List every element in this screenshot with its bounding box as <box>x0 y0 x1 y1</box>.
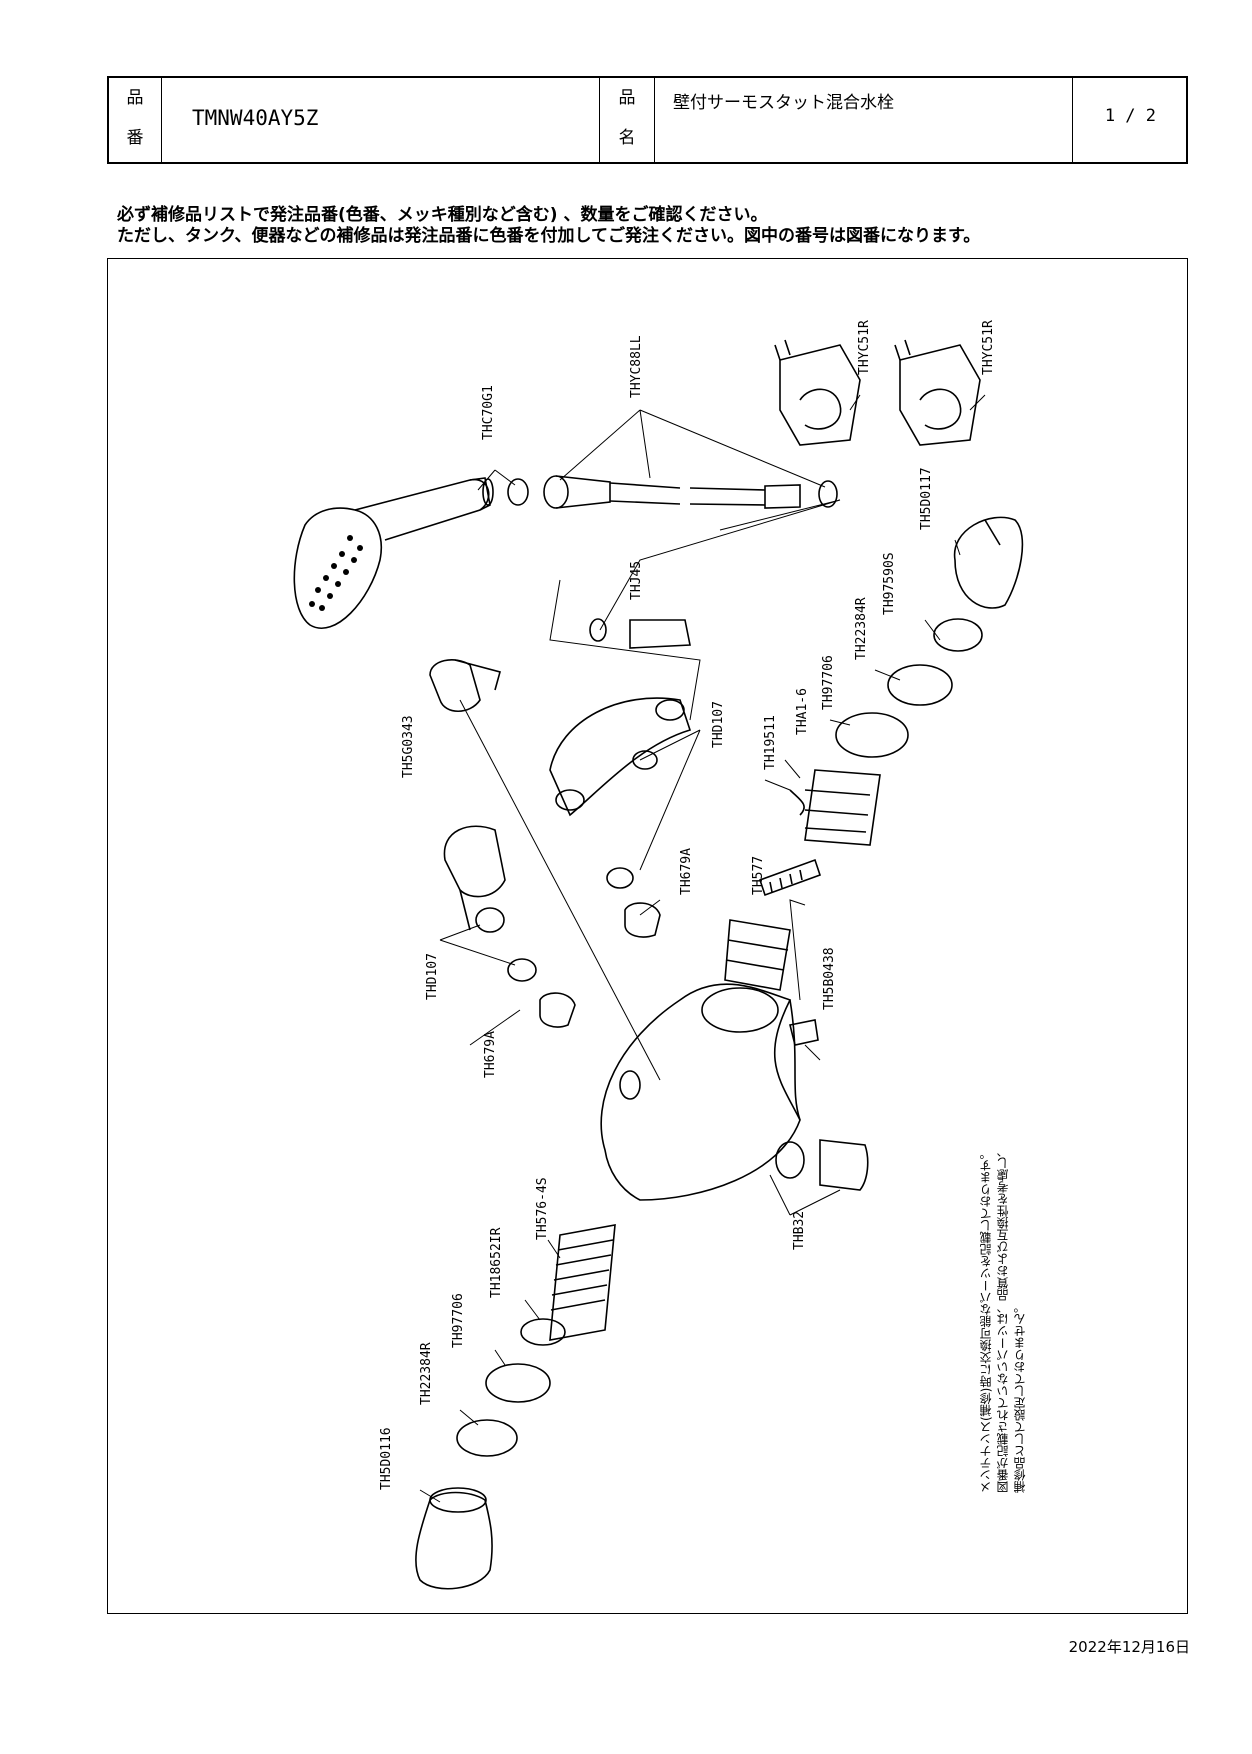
part-label: THD107 <box>711 701 726 748</box>
hand-shower-head <box>293 477 494 629</box>
hose-washer <box>507 478 529 506</box>
part-label: THYC51R <box>981 320 996 375</box>
part-label: TH97590S <box>882 552 897 615</box>
part-label: TH679A <box>679 848 694 895</box>
flow-handle <box>415 1487 493 1590</box>
part-label: TH679A <box>483 1031 498 1078</box>
thermo-cartridge <box>789 769 881 846</box>
part-label: TH5D0116 <box>379 1427 394 1490</box>
part-label: TH97706 <box>451 1293 466 1348</box>
hinmei-label-1: 品 <box>618 88 636 108</box>
maintenance-note-line-1: メンテナンス(補修)時に交換可能なパーツを記載しております。 <box>979 1147 993 1493</box>
diagram-line-art <box>293 339 1024 1590</box>
outlet-washer <box>775 1141 805 1179</box>
part-label: TH5B0438 <box>822 947 837 1010</box>
part-label: THJ45 <box>629 561 644 600</box>
part-label: TH576-4S <box>535 1177 550 1240</box>
part-label: THYC88LL <box>629 335 644 398</box>
part-label: THYC51R <box>857 320 872 375</box>
switch-cartridge <box>724 919 791 991</box>
handle-ring <box>933 618 983 652</box>
part-label: TH577 <box>751 856 766 895</box>
leg-washer-left <box>507 958 537 982</box>
maintenance-note: メンテナンス(補修)時に交換可能なパーツを記載しております。 図番が記載されてい… <box>978 1145 1029 1493</box>
part-label: TH5D0117 <box>919 467 934 530</box>
page-number: 1 / 2 <box>1104 106 1156 126</box>
maintenance-note-line-3: 補修品として設定しておりません。 <box>1013 1301 1027 1493</box>
cover-ring-lower <box>456 1419 518 1457</box>
part-label: TH97706 <box>821 655 836 710</box>
part-label: THC70G1 <box>481 385 496 440</box>
mixing-cartridge-lower <box>549 1224 616 1341</box>
hinban-label-2: 番 <box>126 128 144 148</box>
faucet-body <box>600 983 801 1201</box>
eccentric-leg-upper <box>549 697 692 817</box>
hinban-label-cell: 品 番 <box>109 78 162 162</box>
shower-holder-left <box>774 339 861 446</box>
o-ring-lower <box>520 1318 566 1346</box>
switch-spindle <box>758 858 822 897</box>
cover-ring-upper <box>887 664 953 706</box>
document-date: 2022年12月16日 <box>1068 1638 1190 1656</box>
elbow-joint <box>429 659 501 713</box>
model-number-cell <box>162 78 600 162</box>
part-label: TH5G0343 <box>401 715 416 778</box>
part-label: TH19511 <box>763 715 778 770</box>
eccentric-leg-left <box>443 825 506 933</box>
order-note-line-1: 必ず補修品リストで発注品番(色番、メッキ種別など含む) 、数量をご確認ください。 <box>117 205 768 225</box>
part-label: TH18652IR <box>489 1227 504 1298</box>
part-label: TH22384R <box>419 1342 434 1405</box>
temperature-handle <box>953 516 1024 609</box>
model-number: TMNW40AY5Z <box>192 106 319 130</box>
leader-lines <box>419 394 986 1503</box>
part-label: THA1-6 <box>795 688 810 735</box>
sleeve-lower <box>485 1363 551 1403</box>
part-label: THD107 <box>425 953 440 1000</box>
hinban-label-1: 品 <box>126 88 144 108</box>
shower-hose <box>543 475 838 509</box>
part-labels: THC70G1 THYC88LL THYC51R THYC51R TH5D011… <box>379 320 996 1490</box>
hinmei-label-2: 名 <box>618 128 636 148</box>
outlet-nut <box>819 1139 869 1191</box>
leg-washer-upper <box>606 867 634 889</box>
maintenance-note-line-2: 図番が記載されていないパーツは、品質および互換性を考慮し、 <box>996 1145 1010 1493</box>
sleeve-upper <box>835 712 909 758</box>
nut-left <box>539 992 576 1028</box>
header-table: 品 番 TMNW40AY5Z 品 名 壁付サーモスタット混合水栓 1 / 2 <box>107 76 1188 164</box>
order-notes: 必ず補修品リストで発注品番(色番、メッキ種別など含む) 、数量をご確認ください。… <box>117 205 980 247</box>
shower-holder-right <box>894 339 981 446</box>
diagram-frame <box>107 258 1188 1614</box>
check-valve <box>789 1019 819 1046</box>
hose-joint <box>589 618 691 649</box>
part-label: TH22384R <box>854 597 869 660</box>
product-name: 壁付サーモスタット混合水栓 <box>673 93 894 113</box>
part-label: THB32 <box>792 1211 807 1250</box>
nut-upper <box>624 902 661 938</box>
order-note-line-2: ただし、タンク、便器などの補修品は発注品番に色番を付加してご発注ください。図中の… <box>117 226 981 246</box>
product-name-cell: 壁付サーモスタット混合水栓 <box>655 78 1073 162</box>
hinmei-label-cell: 品 名 <box>600 78 655 162</box>
